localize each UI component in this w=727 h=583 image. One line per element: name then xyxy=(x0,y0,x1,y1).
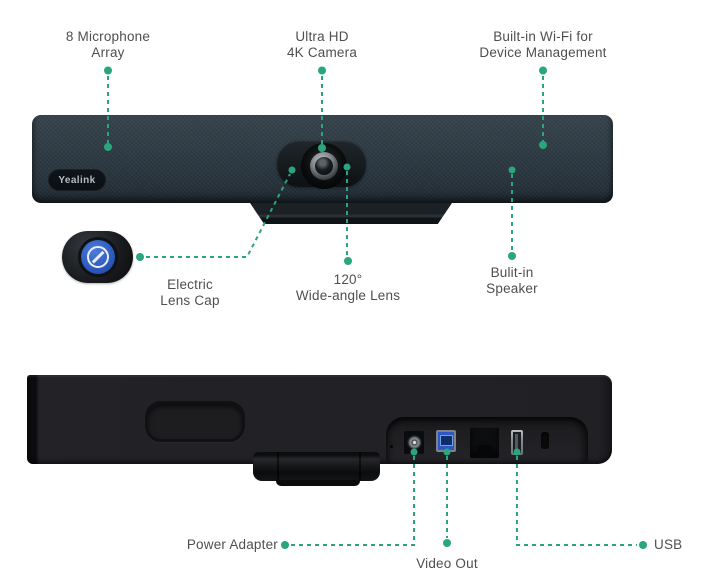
callout-line: 120° xyxy=(333,272,363,287)
callout-speaker-label: Bulit-in Speaker xyxy=(432,265,592,297)
handle-recess xyxy=(145,401,245,442)
callout-line: 4K Camera xyxy=(286,45,358,60)
callout-line: Lens Cap xyxy=(160,293,220,308)
callout-video-out-label: Video Out xyxy=(377,556,517,572)
lens-cap-disc xyxy=(81,240,115,274)
security-lock-slot xyxy=(541,432,549,449)
callout-line: Electric xyxy=(167,277,213,292)
camera-module xyxy=(277,141,366,189)
callout-line: USB xyxy=(654,537,683,552)
callout-line: Speaker xyxy=(486,281,538,296)
callout-line: Power Adapter xyxy=(186,537,278,552)
callout-line: Video Out xyxy=(416,556,478,571)
callout-line: 8 Microphone xyxy=(65,29,151,44)
callout-line: Built-in Wi-Fi for xyxy=(493,29,593,44)
callout-power-adapter-label: Power Adapter xyxy=(120,537,278,553)
lens-cap-ring xyxy=(78,237,118,277)
brand-logo: Yealink xyxy=(48,169,106,191)
mount-hinge-lip xyxy=(276,480,360,486)
callout-line: Array xyxy=(91,45,125,60)
lens-cap-icon xyxy=(62,231,133,283)
callout-line: Device Management xyxy=(479,45,607,60)
lens-ring xyxy=(310,152,338,180)
mount-hinge xyxy=(253,452,380,481)
callout-4k-camera-label: Ultra HD 4K Camera xyxy=(232,29,412,61)
camera-lens xyxy=(301,143,347,189)
video-bar-front: Yealink xyxy=(32,115,613,203)
mount-bracket-front xyxy=(250,203,452,224)
callout-line: Bulit-in xyxy=(490,265,534,280)
usb-type-a-port xyxy=(511,430,523,455)
callout-line: Wide-angle Lens xyxy=(295,288,401,303)
callout-lens-cap-label: Electric Lens Cap xyxy=(110,277,270,309)
usb-type-b-port xyxy=(436,430,456,452)
callout-wide-angle-label: 120° Wide-angle Lens xyxy=(258,272,438,304)
callout-mic-array-label: 8 Microphone Array xyxy=(18,29,198,61)
video-bar-rear xyxy=(27,375,612,464)
reset-pinhole xyxy=(390,445,393,448)
callout-line: Ultra HD xyxy=(295,29,349,44)
callout-wifi-label: Built-in Wi-Fi for Device Management xyxy=(433,29,653,61)
lens-core xyxy=(315,157,333,175)
callout-usb-label: USB xyxy=(654,537,714,553)
dc-power-port xyxy=(404,431,424,454)
ethernet-port xyxy=(470,427,499,458)
prohibition-icon xyxy=(87,246,109,268)
